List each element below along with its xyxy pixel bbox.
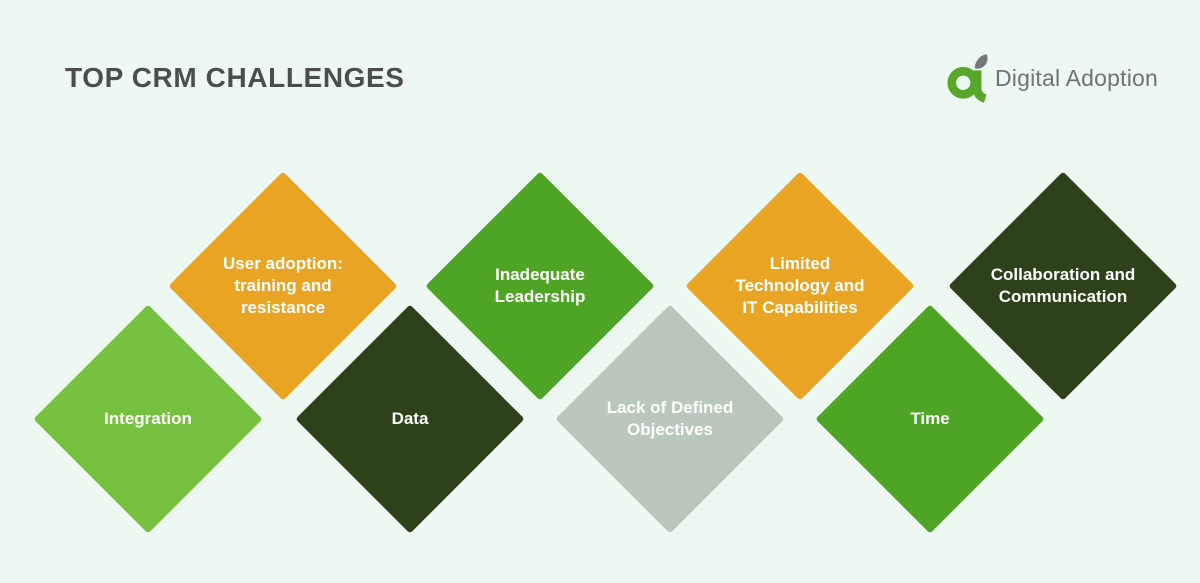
diamond-collaboration-communication: Collaboration and Communication xyxy=(948,171,1178,401)
diamond-label-collaboration-communication: Collaboration and Communication xyxy=(990,264,1136,306)
diamond-label-user-adoption: User adoption: training and resistance xyxy=(223,253,343,318)
diamond-label-lack-of-defined-objectives: Lack of Defined Objectives xyxy=(606,397,734,439)
diamond-label-time: Time xyxy=(910,408,950,428)
page-title: TOP CRM CHALLENGES xyxy=(65,62,405,93)
digital-adoption-a-icon xyxy=(947,54,988,103)
diamond-label-data: Data xyxy=(391,408,429,428)
diamond-label-integration: Integration xyxy=(104,408,192,428)
digital-adoption-logo-text: Digital Adoption xyxy=(995,64,1159,91)
digital-adoption-logo: Digital Adoption xyxy=(946,52,1158,104)
diamond-label-limited-technology: Limited Technology and IT Capabilities xyxy=(735,253,865,318)
diamond-label-inadequate-leadership: Inadequate Leadership xyxy=(494,264,586,306)
